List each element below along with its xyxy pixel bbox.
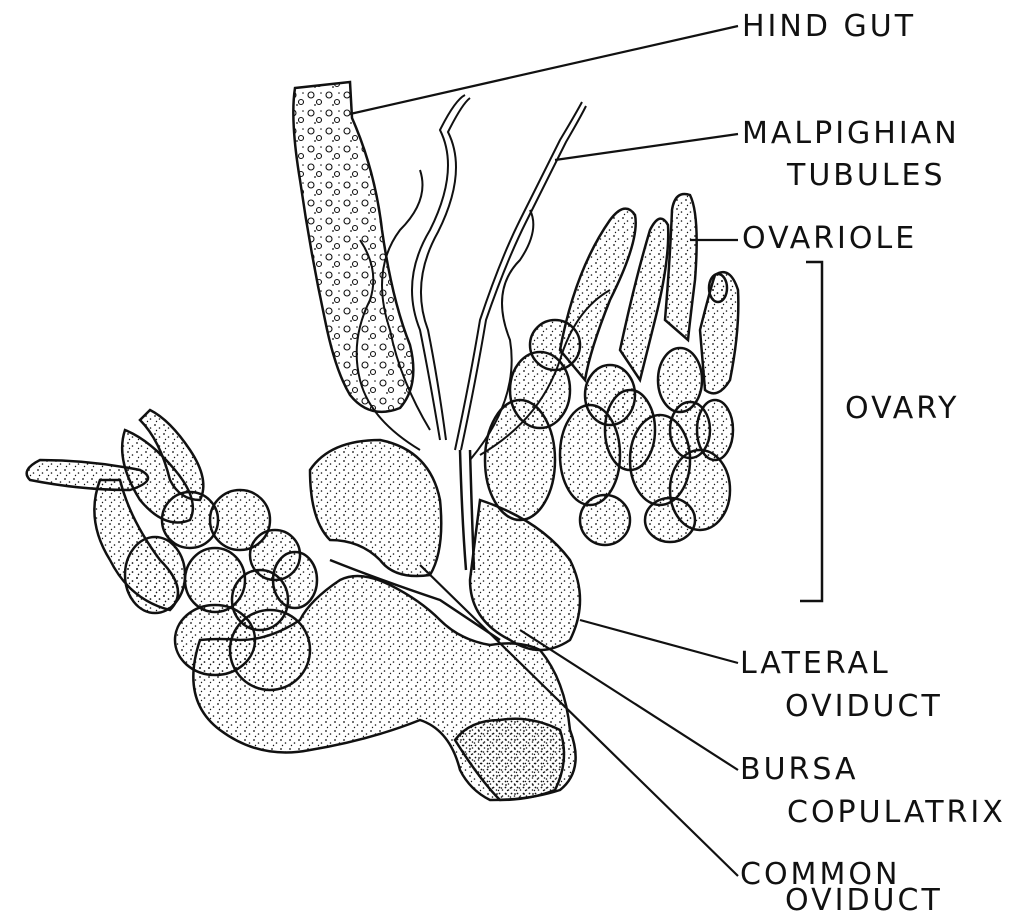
label-bursa: BURSA	[740, 753, 859, 787]
label-common-oviduct: OVIDUCT	[785, 884, 943, 918]
label-hind-gut: HIND GUT	[742, 10, 916, 44]
label-ovary: OVARY	[845, 392, 959, 426]
label-lateral-oviduct: OVIDUCT	[785, 690, 943, 724]
label-ovariole: OVARIOLE	[742, 222, 917, 256]
label-malpighian: MALPIGHIAN	[742, 117, 960, 151]
label-lateral: LATERAL	[740, 647, 891, 681]
ovary-bracket	[800, 262, 822, 601]
hind-gut-shape	[293, 82, 413, 412]
right-ovary	[485, 194, 738, 545]
label-tubules: TUBULES	[787, 159, 946, 193]
label-copulatrix: COPULATRIX	[787, 796, 1006, 830]
